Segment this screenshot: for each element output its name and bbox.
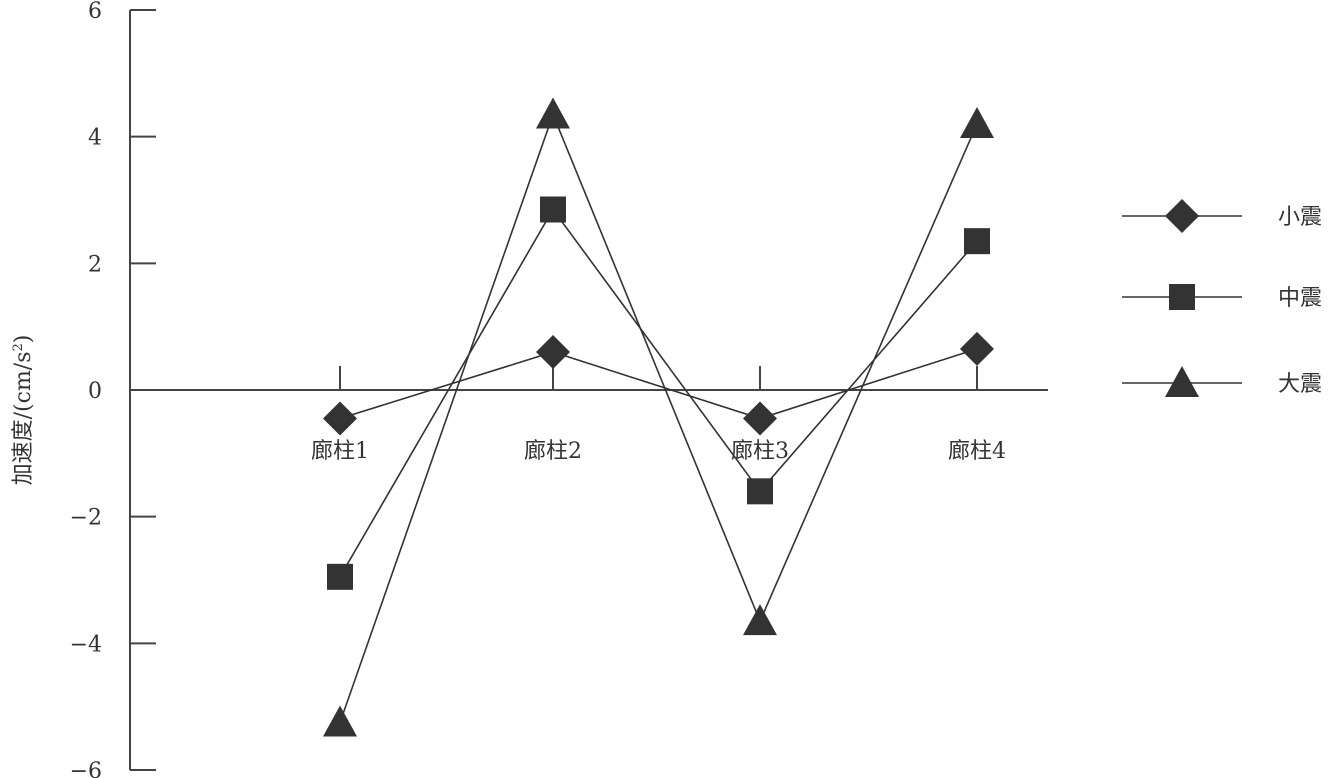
data-point-diamond [1165,199,1199,233]
data-point-triangle [1165,366,1199,397]
data-point-square [747,478,773,505]
data-point-square [327,563,353,590]
legend-item: 小震 [1122,199,1322,233]
data-point-triangle [536,97,570,129]
data-point-diamond [743,401,777,436]
data-point-diamond [960,331,994,366]
legend-item: 中震 [1122,284,1322,311]
series-square [327,196,990,590]
x-tick-label: 廊柱2 [524,439,582,464]
y-tick-label: −6 [70,759,102,778]
x-tick-label: 廊柱3 [731,439,789,464]
legend-label: 大震 [1278,372,1322,397]
legend-item: 大震 [1122,366,1322,397]
series-diamond [323,331,994,436]
series-layer [323,97,994,737]
data-point-square [964,228,990,255]
data-point-diamond [536,335,570,369]
series-triangle [323,97,994,737]
y-tick-label: 2 [88,252,102,277]
y-axis-title-close: ) [11,335,36,344]
series-line [339,112,978,723]
data-point-square [540,196,566,223]
y-tick-label: 4 [88,126,102,151]
series-line [339,208,978,578]
axes: 6 4 2 0 −2 −4 −6 廊柱1 廊柱2 廊柱3 廊柱4 [70,0,1048,778]
data-point-square [1169,284,1195,310]
series-line [339,348,978,420]
x-tick-label: 廊柱4 [948,439,1006,464]
legend-label: 中震 [1278,286,1322,311]
data-point-triangle [960,107,994,138]
y-tick-label: −4 [70,632,102,657]
data-point-triangle [743,604,777,636]
y-tick-label: −2 [70,506,102,531]
y-tick-label: 6 [88,0,102,24]
data-point-triangle [323,705,357,737]
data-point-diamond [323,401,357,436]
y-axis-title-superscript: 2 [11,343,26,351]
legend-label: 小震 [1278,205,1322,230]
x-tick-label: 廊柱1 [311,439,369,464]
y-axis-title: 加速度/(cm/s2) [11,335,36,486]
y-tick-label: 0 [88,379,102,404]
